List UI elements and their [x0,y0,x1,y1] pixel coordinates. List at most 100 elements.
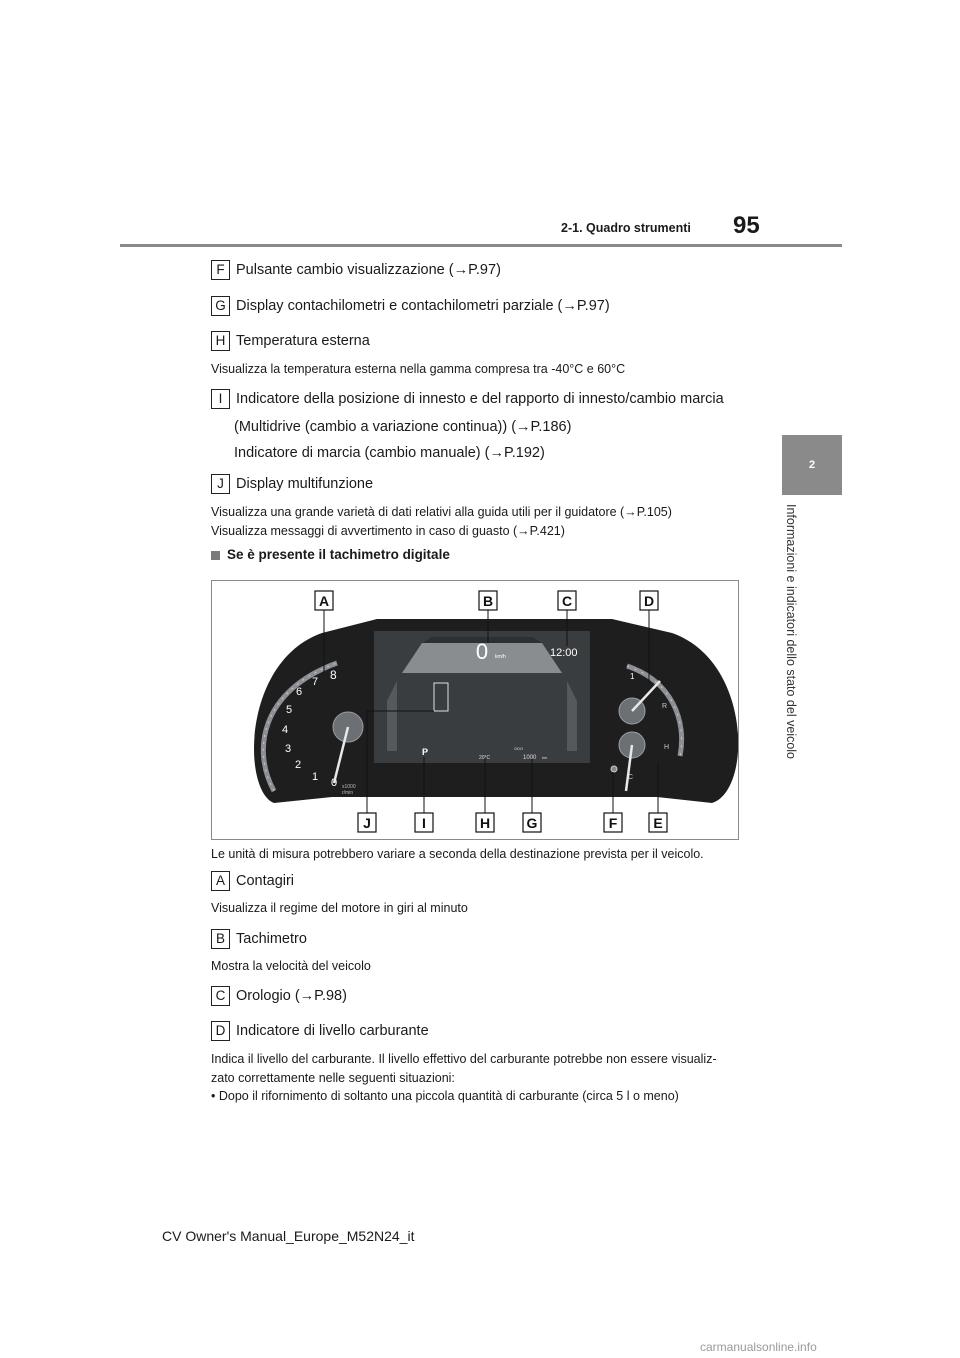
gauge-arc [626,663,685,757]
speed-unit: km/h [495,654,506,660]
header-rule [120,244,842,247]
item-h: H Temperatura esterna [211,331,370,351]
odo-unit: km [542,755,548,760]
letter-badge: C [211,986,230,1006]
outside-temp: 20°C [479,755,491,761]
letter-badge: A [211,871,230,891]
callout-e: E [653,815,662,831]
letter-badge: I [211,389,230,409]
item-a: A Contagiri [211,871,294,891]
item-text: Indicatore di livello carburante [236,1023,429,1039]
subheading-text: Se è presente il tachimetro digitale [227,547,450,562]
item-g: G Display contachilometri e contachilomet… [211,296,610,316]
callout-b: B [483,593,493,609]
chapter-title: Informazioni e indicatori dello stato de… [784,504,798,759]
item-a-desc: Visualizza il regime del motore in giri … [211,901,468,915]
item-c: C Orologio (→P.98) [211,986,347,1006]
item-d-desc1: Indica il livello del carburante. Il liv… [211,1052,717,1066]
tach-unit: x1000 [342,784,356,790]
temp-cold-label: C [628,774,633,781]
item-text: Temperatura esterna [236,333,370,349]
display-change-button [610,765,618,773]
item-text: Display contachilometri e contachilometr… [236,298,610,314]
tach-needle [332,726,350,784]
callouts-top: A B C D [314,590,659,611]
speed-panel-top [422,637,542,643]
watermark: carmanualsonline.info [700,1340,817,1354]
chapter-number: 2 [808,459,816,471]
speed-value: 0 [476,639,488,664]
item-d-desc2: zato correttamente nelle seguenti situaz… [211,1071,455,1085]
tach-number: 1 [312,771,318,783]
tach-ticks [262,662,338,792]
fuel-and-temp-gauges: 1 R H C [610,663,685,792]
clock-display: 12:00 [550,647,578,659]
item-d: D Indicatore di livello carburante [211,1021,429,1041]
tach-number: 3 [285,743,291,755]
item-b-desc: Mostra la velocità del veicolo [211,959,371,973]
item-h-desc: Visualizza la temperatura esterna nella … [211,362,626,376]
callout-box [522,812,542,833]
callout-box [357,812,377,833]
temp-needle [624,744,634,792]
callout-box [603,812,623,833]
temp-hot-label: H [664,744,669,751]
cluster-figure: 8 7 6 5 4 3 2 1 0 x1000 r/min 0 km/h 12:… [211,580,739,840]
callout-box [314,590,334,611]
right-side-bar [567,681,577,751]
fuel-reserve-label: R [662,703,667,710]
item-text: Pulsante cambio visualizzazione (→P.97) [236,262,501,278]
callout-g: G [527,815,538,831]
item-i: I Indicatore della posizione di innesto e… [211,389,724,409]
odo-value: 1000 [523,755,537,761]
tach-number: 4 [282,724,288,736]
item-text: Tachimetro [236,931,307,947]
callout-box [639,590,659,611]
letter-badge: H [211,331,230,351]
mfd-bracket [433,682,449,712]
instrument-cluster-illustration: 8 7 6 5 4 3 2 1 0 x1000 r/min 0 km/h 12:… [254,590,739,833]
callout-box [475,812,495,833]
gear-indicator: P [422,747,428,757]
callout-f: F [609,815,618,831]
callout-box [557,590,577,611]
item-text: Contagiri [236,873,295,889]
item-j-desc1: Visualizza una grande varietà di dati re… [211,505,672,519]
tach-number: 6 [296,686,302,698]
item-i-cont2: Indicatore di marcia (cambio manuale) (→… [234,445,545,461]
callout-j: J [363,815,371,831]
chapter-tab: 2 [782,435,842,495]
section-title: 2-1. Quadro strumenti [561,221,691,235]
item-text: Orologio (→P.98) [236,988,347,1004]
item-b: B Tachimetro [211,929,307,949]
page-number: 95 [733,212,760,239]
letter-badge: D [211,1021,230,1041]
callout-box [478,590,498,611]
tachometer: 8 7 6 5 4 3 2 1 0 x1000 r/min [260,660,364,796]
fuel-full-label: 1 [630,672,635,681]
callouts-bottom: J I H G F E [357,812,668,833]
square-bullet-icon [211,550,220,560]
callout-lines [323,610,659,813]
chapter-title-vertical: Informazioni e indicatori dello stato de… [784,504,808,794]
callout-i: I [422,815,426,831]
callout-c: C [562,593,572,609]
tach-unit: r/min [342,790,353,796]
callout-h: H [480,815,490,831]
item-text: Display multifunzione [236,476,374,492]
item-j-desc2: Visualizza messaggi di avvertimento in c… [211,524,565,538]
tach-number: 7 [312,676,318,688]
tach-number: 5 [286,704,292,716]
letter-badge: B [211,929,230,949]
item-text: Indicatore della posizione di innesto e … [236,391,724,407]
letter-badge: G [211,296,230,316]
letter-badge: F [211,260,230,280]
odo-label: ODO [514,746,523,751]
footer-text: CV Owner's Manual_Europe_M52N24_it [162,1228,415,1244]
figure-caption: Le unità di misura potrebbero variare a … [211,847,704,861]
subheading: Se è presente il tachimetro digitale [211,547,450,562]
item-d-bullet: • Dopo il rifornimento di soltanto una p… [211,1089,679,1103]
callout-a: A [319,593,329,609]
item-i-cont1: (Multidrive (cambio a variazione continu… [234,419,572,435]
